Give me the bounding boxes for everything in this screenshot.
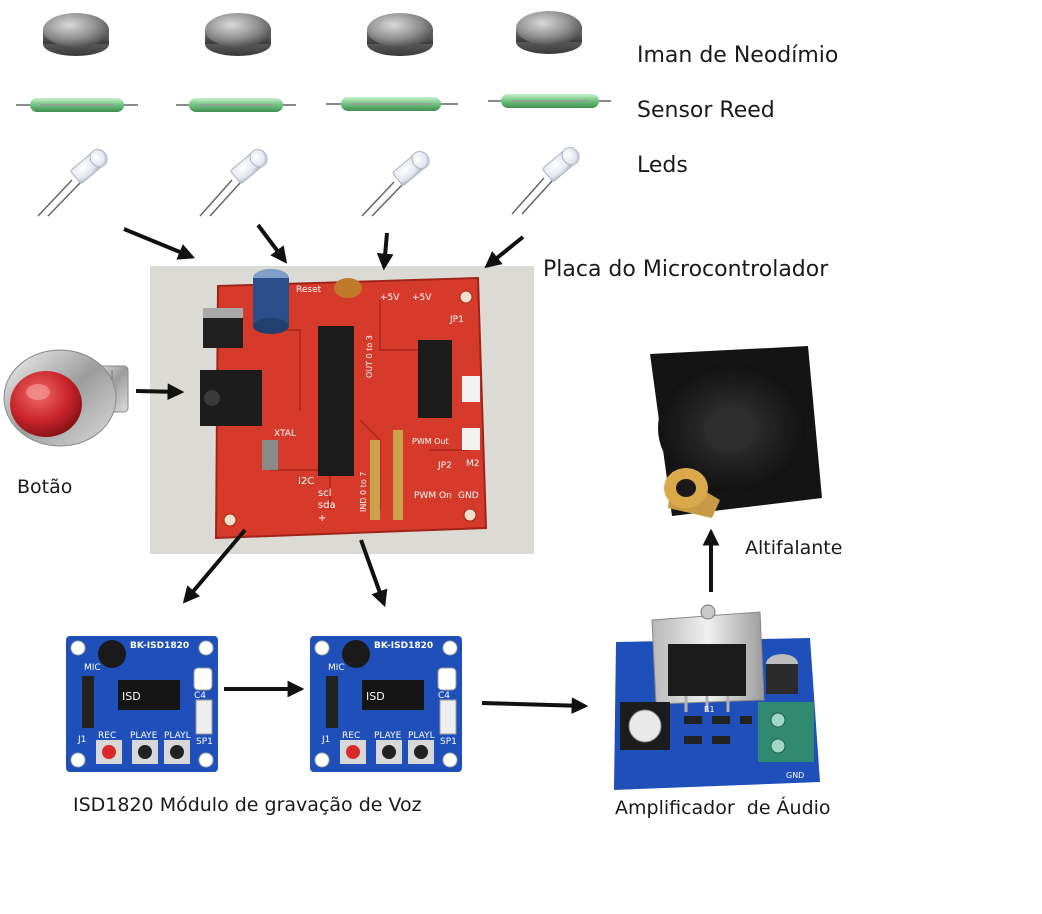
silk-5v-a: +5V <box>380 293 400 303</box>
label-magnet: Iman de Neodímio <box>637 43 839 68</box>
isd2-playl: PLAYL <box>408 731 435 741</box>
arrow-button-to-board <box>135 383 185 401</box>
silk-jp1: JP1 <box>449 315 464 325</box>
label-board: Placa do Microcontrolador <box>543 257 829 282</box>
silk-out: OUT 0 to 3 <box>365 335 374 378</box>
isd2-j1: J1 <box>321 735 330 745</box>
arrow-led1-to-board <box>123 227 196 260</box>
silk-sda: sda <box>318 500 336 511</box>
neodymium-magnet-2 <box>205 13 271 56</box>
arrow-board-to-isd1 <box>182 528 247 604</box>
isd1-playl: PLAYL <box>164 731 191 741</box>
isd2-chip: ISD <box>366 690 385 703</box>
isd1-chip: ISD <box>122 690 141 703</box>
isd2-c4: C4 <box>438 691 450 701</box>
silk-5v-b: +5V <box>412 293 432 303</box>
arrows <box>123 223 720 715</box>
arrow-led3-to-board <box>376 232 394 271</box>
silk-gnd: GND <box>458 491 479 501</box>
isd2-mic: MIC <box>328 663 345 673</box>
isd1-mic: MIC <box>84 663 101 673</box>
arrow-board-to-isd2 <box>359 539 388 608</box>
microcontroller-board: Reset +5V +5V JP1 OUT 0 to 3 XTAL I2C sc… <box>150 266 534 554</box>
silk-jp2: JP2 <box>437 461 452 471</box>
isd1820-module-2: BK-ISD1820 MIC ISD J1 REC PLAYE PLAYL SP… <box>310 636 462 772</box>
reed-sensor-1 <box>16 98 138 112</box>
audio-amplifier: GND R1 <box>614 604 820 790</box>
led-3 <box>361 150 430 217</box>
silk-m2: M2 <box>466 459 480 469</box>
isd1-sp: SP1 <box>196 737 213 747</box>
isd2-sp: SP1 <box>440 737 457 747</box>
silk-reset: Reset <box>296 285 322 295</box>
reed-sensor-4 <box>488 94 611 108</box>
silk-i2c: I2C <box>298 476 314 487</box>
neodymium-magnet-3 <box>367 13 433 56</box>
isd2-playe: PLAYE <box>374 731 402 741</box>
amp-gnd: GND <box>786 771 804 780</box>
silk-xtal: XTAL <box>274 429 296 439</box>
isd1-rec: REC <box>98 731 116 741</box>
isd1-j1: J1 <box>77 735 86 745</box>
isd2-rec: REC <box>342 731 360 741</box>
led-4 <box>511 146 580 215</box>
isd1-model: BK-ISD1820 <box>130 641 189 651</box>
speaker <box>650 346 822 518</box>
label-amplifier: Amplificador de Áudio <box>615 797 831 819</box>
label-leds: Leds <box>637 153 688 178</box>
label-reed-sensor: Sensor Reed <box>637 98 775 123</box>
arrow-isd2-to-amp <box>481 697 589 715</box>
silk-plus: + <box>318 513 326 524</box>
isd1-c4: C4 <box>194 691 206 701</box>
isd1-playe: PLAYE <box>130 731 158 741</box>
silk-ind: IND 0 to 7 <box>359 472 368 512</box>
isd1820-module-1: BK-ISD1820 MIC ISD J1 REC PLAYE PLAYL SP… <box>66 636 218 772</box>
arrow-led4-to-board <box>484 235 525 269</box>
isd2-model: BK-ISD1820 <box>374 641 433 651</box>
led-1 <box>37 148 108 217</box>
neodymium-magnet-1 <box>43 13 109 56</box>
reed-sensor-2 <box>176 98 296 112</box>
led-2 <box>199 148 268 217</box>
neodymium-magnet-4 <box>516 11 582 54</box>
push-button <box>3 349 129 447</box>
silk-pwm-on: PWM On <box>414 491 452 501</box>
label-button: Botão <box>17 476 73 498</box>
arrow-led2-to-board <box>256 223 288 264</box>
amp-r1: R1 <box>704 705 715 714</box>
label-voice-module: ISD1820 Módulo de gravação de Voz <box>73 794 422 816</box>
silk-pwm-out: PWM Out <box>412 437 449 446</box>
silk-scl: scl <box>318 488 332 499</box>
label-speaker: Altifalante <box>745 537 843 559</box>
reed-sensor-3 <box>326 97 458 111</box>
